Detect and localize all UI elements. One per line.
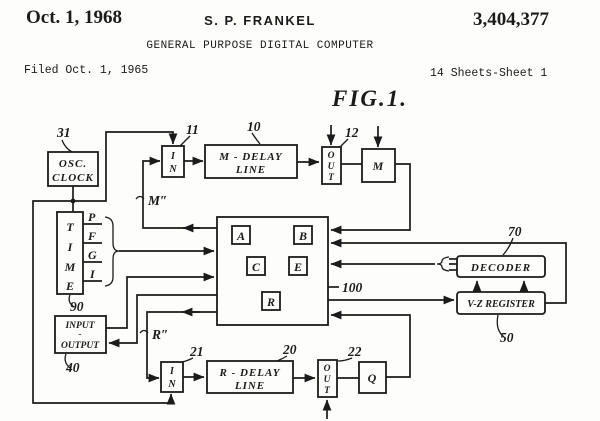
time-box: T I M E P F G I — [56, 210, 97, 295]
out-box-bottom: O U T — [317, 359, 338, 398]
r-delay-label-1: R - DELAY — [219, 367, 281, 379]
ref-11: 11 — [186, 122, 199, 137]
r-delay-line-box: R - DELAY LINE — [206, 360, 294, 394]
input-output-box: INPUT - OUTPUT — [54, 315, 107, 354]
invention-title: GENERAL PURPOSE DIGITAL COMPUTER — [146, 40, 374, 52]
io-label-dash: - — [78, 330, 81, 340]
m-delay-label-2: LINE — [235, 164, 266, 176]
register-c-label: C — [252, 260, 261, 274]
out-box-top: O U T — [321, 146, 342, 185]
time-letter-m: M — [64, 260, 76, 274]
time-bus-wires — [83, 216, 215, 287]
register-e-label: E — [293, 260, 302, 274]
clock-distribution-wires — [32, 131, 178, 405]
in-bottom-letter-i: I — [169, 366, 175, 377]
out-bottom-outline — [317, 359, 338, 398]
register-r-outline — [261, 291, 281, 311]
time-output-p: P — [88, 210, 96, 224]
in-top-letter-i: I — [170, 151, 176, 162]
osc-clock-label-2: CLOCK — [52, 172, 94, 184]
time-output-f: F — [87, 229, 96, 243]
ref-50: 50 — [500, 330, 514, 345]
filed-date: Filed Oct. 1, 1965 — [24, 64, 149, 77]
out-bottom-letter-o: O — [324, 364, 331, 374]
register-b-outline — [293, 225, 313, 245]
io-label-output: OUTPUT — [61, 341, 100, 351]
in-box-top: I N — [161, 145, 185, 178]
ref-70: 70 — [508, 224, 522, 239]
decoder-box: DECODER — [456, 255, 546, 278]
out-bottom-letter-t: T — [324, 386, 331, 396]
m-delay-label-1: M - DELAY — [218, 151, 283, 163]
ref-10: 10 — [247, 119, 261, 134]
cpu-block-100: A B C E R — [216, 216, 329, 326]
in-top-letter-n: N — [168, 164, 177, 175]
out-top-letter-o: O — [328, 151, 335, 161]
sheet-number: 14 Sheets-Sheet 1 — [430, 67, 548, 80]
r-delay-label-2: LINE — [234, 380, 265, 392]
in-bottom-letter-n: N — [167, 379, 176, 390]
signal-labels: M″ R″ — [147, 193, 168, 342]
in-top-outline — [161, 145, 185, 178]
q-register-outline — [358, 361, 387, 394]
in-bottom-outline — [160, 361, 184, 393]
out-top-letter-u: U — [328, 162, 336, 172]
decoder-register-wires — [328, 238, 567, 305]
m-delay-line-box: M - DELAY LINE — [204, 144, 298, 179]
time-letter-e: E — [65, 279, 74, 293]
register-e-outline — [288, 256, 308, 276]
io-wires — [106, 272, 217, 348]
decoder-outline — [456, 255, 546, 278]
time-letter-t: T — [66, 220, 74, 234]
m-register-outline — [361, 148, 396, 183]
ref-90: 90 — [70, 299, 84, 314]
time-letter-i: I — [67, 240, 74, 254]
register-c-outline — [246, 256, 266, 276]
m-register-label: M — [372, 159, 384, 173]
osc-clock-label-1: OSC. — [59, 158, 87, 170]
ref-21: 21 — [189, 344, 204, 359]
out-bottom-letter-u: U — [324, 375, 332, 385]
in-box-bottom: I N — [160, 361, 184, 393]
m-delay-outline — [204, 144, 298, 179]
figure-label: FIG.1. — [332, 86, 408, 111]
signal-r-prime: R″ — [151, 327, 168, 342]
register-a-outline — [231, 225, 251, 245]
ref-22: 22 — [347, 344, 362, 359]
ref-100: 100 — [342, 280, 363, 295]
register-b-label: B — [298, 229, 307, 243]
ref-40: 40 — [65, 360, 80, 375]
inventor-name: S. P. FRANKEL — [204, 13, 316, 28]
time-outline — [56, 211, 84, 295]
q-register-box: Q — [358, 361, 387, 394]
osc-clock-box: OSC. CLOCK — [47, 151, 99, 187]
decoder-label: DECODER — [470, 262, 531, 274]
r-delay-loop-wires — [139, 307, 411, 419]
issue-date: Oct. 1, 1968 — [26, 7, 123, 28]
vz-register-label: V-Z REGISTER — [467, 299, 535, 310]
time-output-i: I — [89, 267, 96, 281]
m-register-box: M — [361, 148, 396, 183]
osc-clock-outline — [47, 151, 99, 187]
register-r-label: R — [266, 295, 275, 309]
out-top-outline — [321, 146, 342, 185]
time-output-g: G — [88, 248, 97, 262]
input-output-outline — [54, 315, 107, 354]
ref-31: 31 — [56, 125, 71, 140]
ref-20: 20 — [282, 342, 297, 357]
vz-register-box: V-Z REGISTER — [456, 291, 546, 315]
io-label-input: INPUT — [64, 321, 95, 331]
ref-12: 12 — [345, 125, 359, 140]
signal-m-prime: M″ — [147, 193, 167, 208]
vz-register-outline — [456, 291, 546, 315]
r-delay-outline — [206, 360, 294, 394]
q-register-label: Q — [368, 371, 377, 385]
register-a-label: A — [236, 229, 245, 243]
m-delay-loop-wires — [135, 125, 411, 235]
patent-number: 3,404,377 — [473, 9, 549, 30]
out-top-letter-t: T — [328, 173, 335, 183]
reference-numerals: 31 11 10 12 70 100 90 40 21 20 22 50 — [56, 119, 522, 375]
